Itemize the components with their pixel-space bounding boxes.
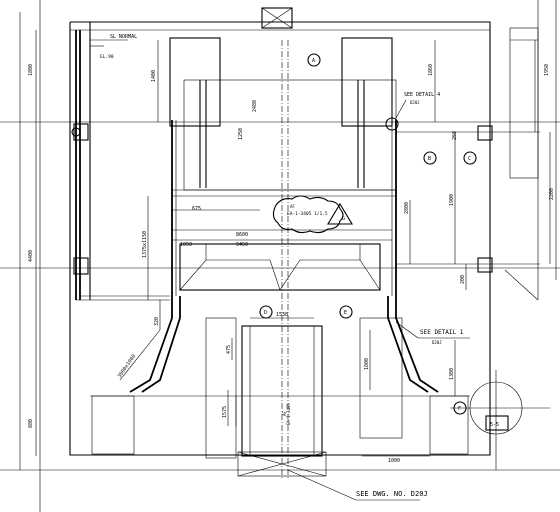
detail-4-label: SEE DETAIL 4: [404, 92, 440, 98]
dim-1250: 1250: [238, 128, 244, 140]
dim-1530: 1530: [276, 312, 288, 318]
dim-200: 200: [460, 275, 466, 284]
dim-1575: 1575: [222, 406, 228, 418]
bubble-4: D: [264, 310, 267, 316]
bubble-text: A B C D E F G: [264, 58, 471, 412]
dim-diag: 3000x1000: [117, 354, 137, 380]
dimension-text: 1800 4400 880 1950 2200 1860 1400 2480 1…: [28, 64, 555, 464]
dim-1800b: 1800: [364, 358, 370, 370]
right-pipe: [396, 122, 540, 280]
bubble-6: F: [458, 406, 461, 412]
dim-1950: 1950: [544, 64, 550, 76]
dim-2200: 2200: [549, 188, 555, 200]
equip-upper-label: EA-1-3405 1/1.5: [287, 211, 328, 217]
dim-675: 675: [192, 206, 201, 212]
equipment-tag-upper: [272, 195, 353, 234]
detail-1-sub: D20J: [432, 340, 442, 345]
dim-320: 320: [154, 317, 160, 326]
bubble-2: B: [428, 156, 431, 162]
dim-475: 475: [226, 345, 232, 354]
dim-4400: 4400: [28, 250, 34, 262]
equip-lower-label: EA 1-3405: [286, 403, 291, 425]
dim-8600: 8600: [236, 232, 248, 238]
dim-1400: 1400: [151, 70, 157, 82]
upper-chamber: [169, 37, 397, 296]
mark-top-label: SL NORMAL: [110, 34, 137, 40]
dim-250: 250: [452, 131, 458, 140]
bubble-7: G: [342, 216, 345, 222]
dim-2480: 2480: [252, 100, 258, 112]
bubble-5: E: [344, 310, 347, 316]
dim-1860: 1860: [428, 64, 434, 76]
equip-upper-sub: AF: [290, 204, 295, 209]
dim-1900: 1900: [449, 194, 455, 206]
equip-lower-sub: AF: [282, 411, 287, 416]
left-pipe: [73, 30, 170, 301]
outer-structure: [69, 7, 539, 456]
detail-1-label: SEE DETAIL 1: [420, 329, 464, 336]
dim-1800: 1800: [28, 64, 34, 76]
dim-1000: 1000: [388, 458, 400, 464]
dim-2800: 2800: [404, 202, 410, 214]
bubble-3: C: [468, 156, 471, 162]
dim-diag2: 1375x1150: [142, 231, 148, 258]
side-box-label: 5-5: [490, 422, 499, 428]
detail-4-sub: D20J: [410, 100, 420, 105]
leaders: [90, 39, 470, 501]
side-detail: [450, 370, 550, 470]
annotation-text: SL NORMAL EL.90 SEE DETAIL 4 D20J SEE DE…: [100, 34, 499, 498]
mark-top-sub: EL.90: [100, 54, 114, 60]
lower-duct: [90, 296, 470, 477]
dim-880: 880: [28, 419, 34, 428]
dim-1050: 1050: [180, 242, 192, 248]
dim-9450: 9450: [236, 242, 248, 248]
dim-1300: 1300: [449, 368, 455, 380]
see-dwg-label: SEE DWG. NO. D20J: [356, 490, 428, 498]
hood-section: [179, 40, 381, 480]
bubble-1: A: [312, 58, 315, 64]
dimension-lines: [35, 30, 551, 457]
